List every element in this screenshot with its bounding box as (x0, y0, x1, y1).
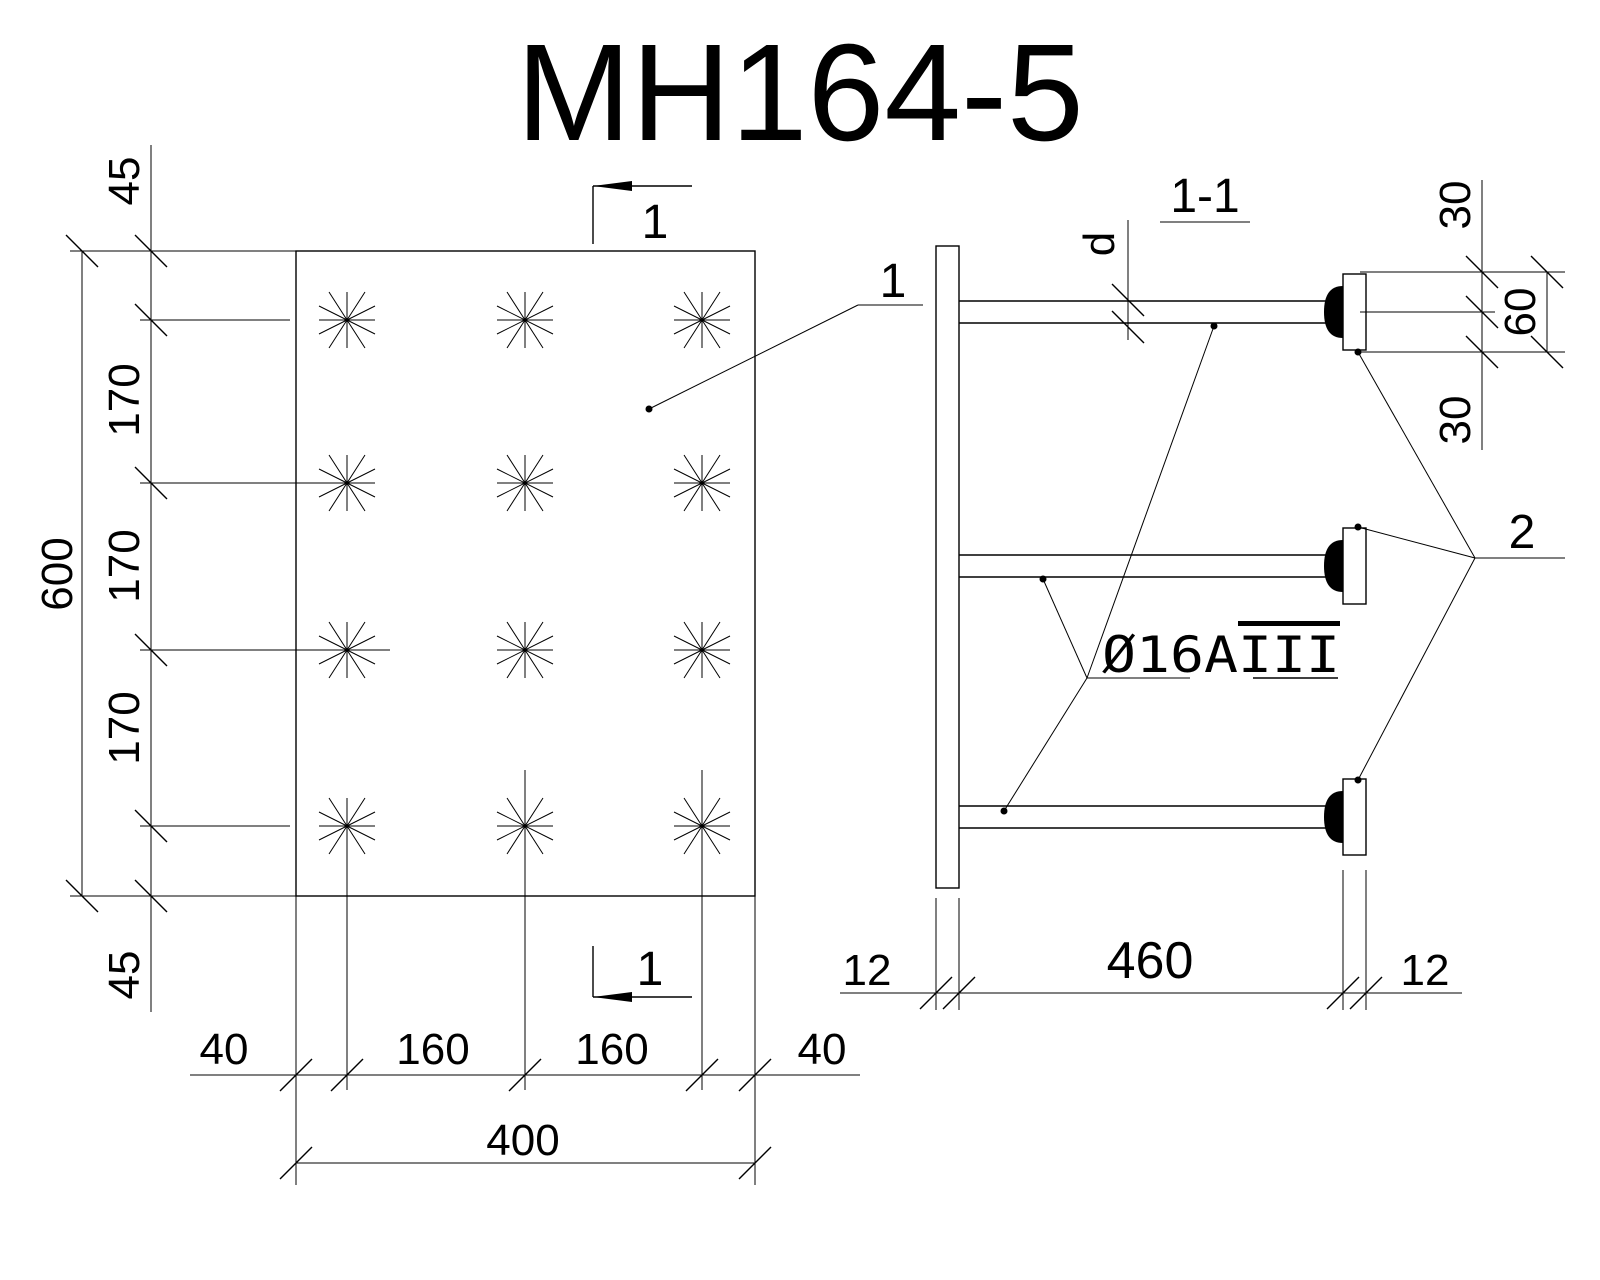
weld-washer-side (1324, 540, 1343, 592)
weld-washer-side (1324, 286, 1343, 338)
anchor-stud (496, 621, 554, 679)
plan-dim-span-1: 160 (396, 1025, 469, 1074)
plan-dim-row-2: 170 (100, 529, 149, 602)
section-dim-top: 30 (1431, 181, 1480, 230)
section-dim-right: 30 60 30 (1360, 180, 1565, 450)
anchor-stud (496, 454, 554, 512)
section-bars (959, 273, 1367, 856)
plan-dim-total-width: 400 (486, 1116, 559, 1165)
rebar-anchor (959, 778, 1367, 856)
weld-washer-side (1324, 791, 1343, 843)
end-washer (1342, 778, 1367, 856)
plan-dim-row-1: 170 (100, 363, 149, 436)
washer-callout: 2 (1354, 348, 1565, 784)
plan-dim-bottom: 40 160 160 40 400 (190, 770, 860, 1185)
plan-dim-top-edge: 45 (100, 157, 149, 206)
thickness-dim: d (1075, 220, 1145, 344)
plan-dim-bottom-edge: 45 (100, 951, 149, 1000)
section-mark-top-label: 1 (642, 196, 669, 249)
end-washer (1342, 527, 1367, 605)
section-plate (935, 245, 960, 889)
section-dim-middle-length: 460 (1107, 932, 1194, 990)
section-dim-middle: 60 (1496, 288, 1545, 337)
plan-dim-left: 45 170 170 170 600 45 (33, 145, 390, 1012)
section-dim-right-edge: 12 (1401, 946, 1450, 995)
anchor-stud (673, 621, 731, 679)
plan-dim-edge-right: 40 (798, 1025, 847, 1074)
rebar-anchor (959, 273, 1367, 351)
drawing-title: MH164-5 (516, 16, 1084, 170)
plan-dim-row-3: 170 (100, 691, 149, 764)
section-dim-left: 12 (843, 946, 892, 995)
thickness-label: d (1075, 232, 1124, 256)
anchor-stud (673, 291, 731, 349)
anchor-stud (673, 454, 731, 512)
plan-dim-total-height: 600 (33, 537, 82, 610)
anchor-stud (318, 797, 376, 855)
plan-dim-span-2: 160 (575, 1025, 648, 1074)
plate-callout-label: 1 (880, 255, 907, 308)
section-label: 1-1 (1170, 170, 1239, 223)
anchor-stud (318, 291, 376, 349)
plan-view: 1 1 1 (33, 145, 923, 1185)
anchor-stud (496, 291, 554, 349)
section-mark-top: 1 (592, 181, 692, 249)
section-mark-bottom: 1 (592, 943, 692, 1002)
anchor-stud-grid (318, 291, 731, 855)
plan-dim-edge-left: 40 (200, 1025, 249, 1074)
rebar-anchor (959, 527, 1367, 605)
section-mark-bottom-label: 1 (637, 943, 664, 996)
section-dim-bottom: 30 (1431, 396, 1480, 445)
plate-callout: 1 (645, 255, 923, 413)
section-dim-bottom: 12 460 12 (840, 870, 1462, 1010)
washer-callout-label: 2 (1509, 506, 1536, 559)
